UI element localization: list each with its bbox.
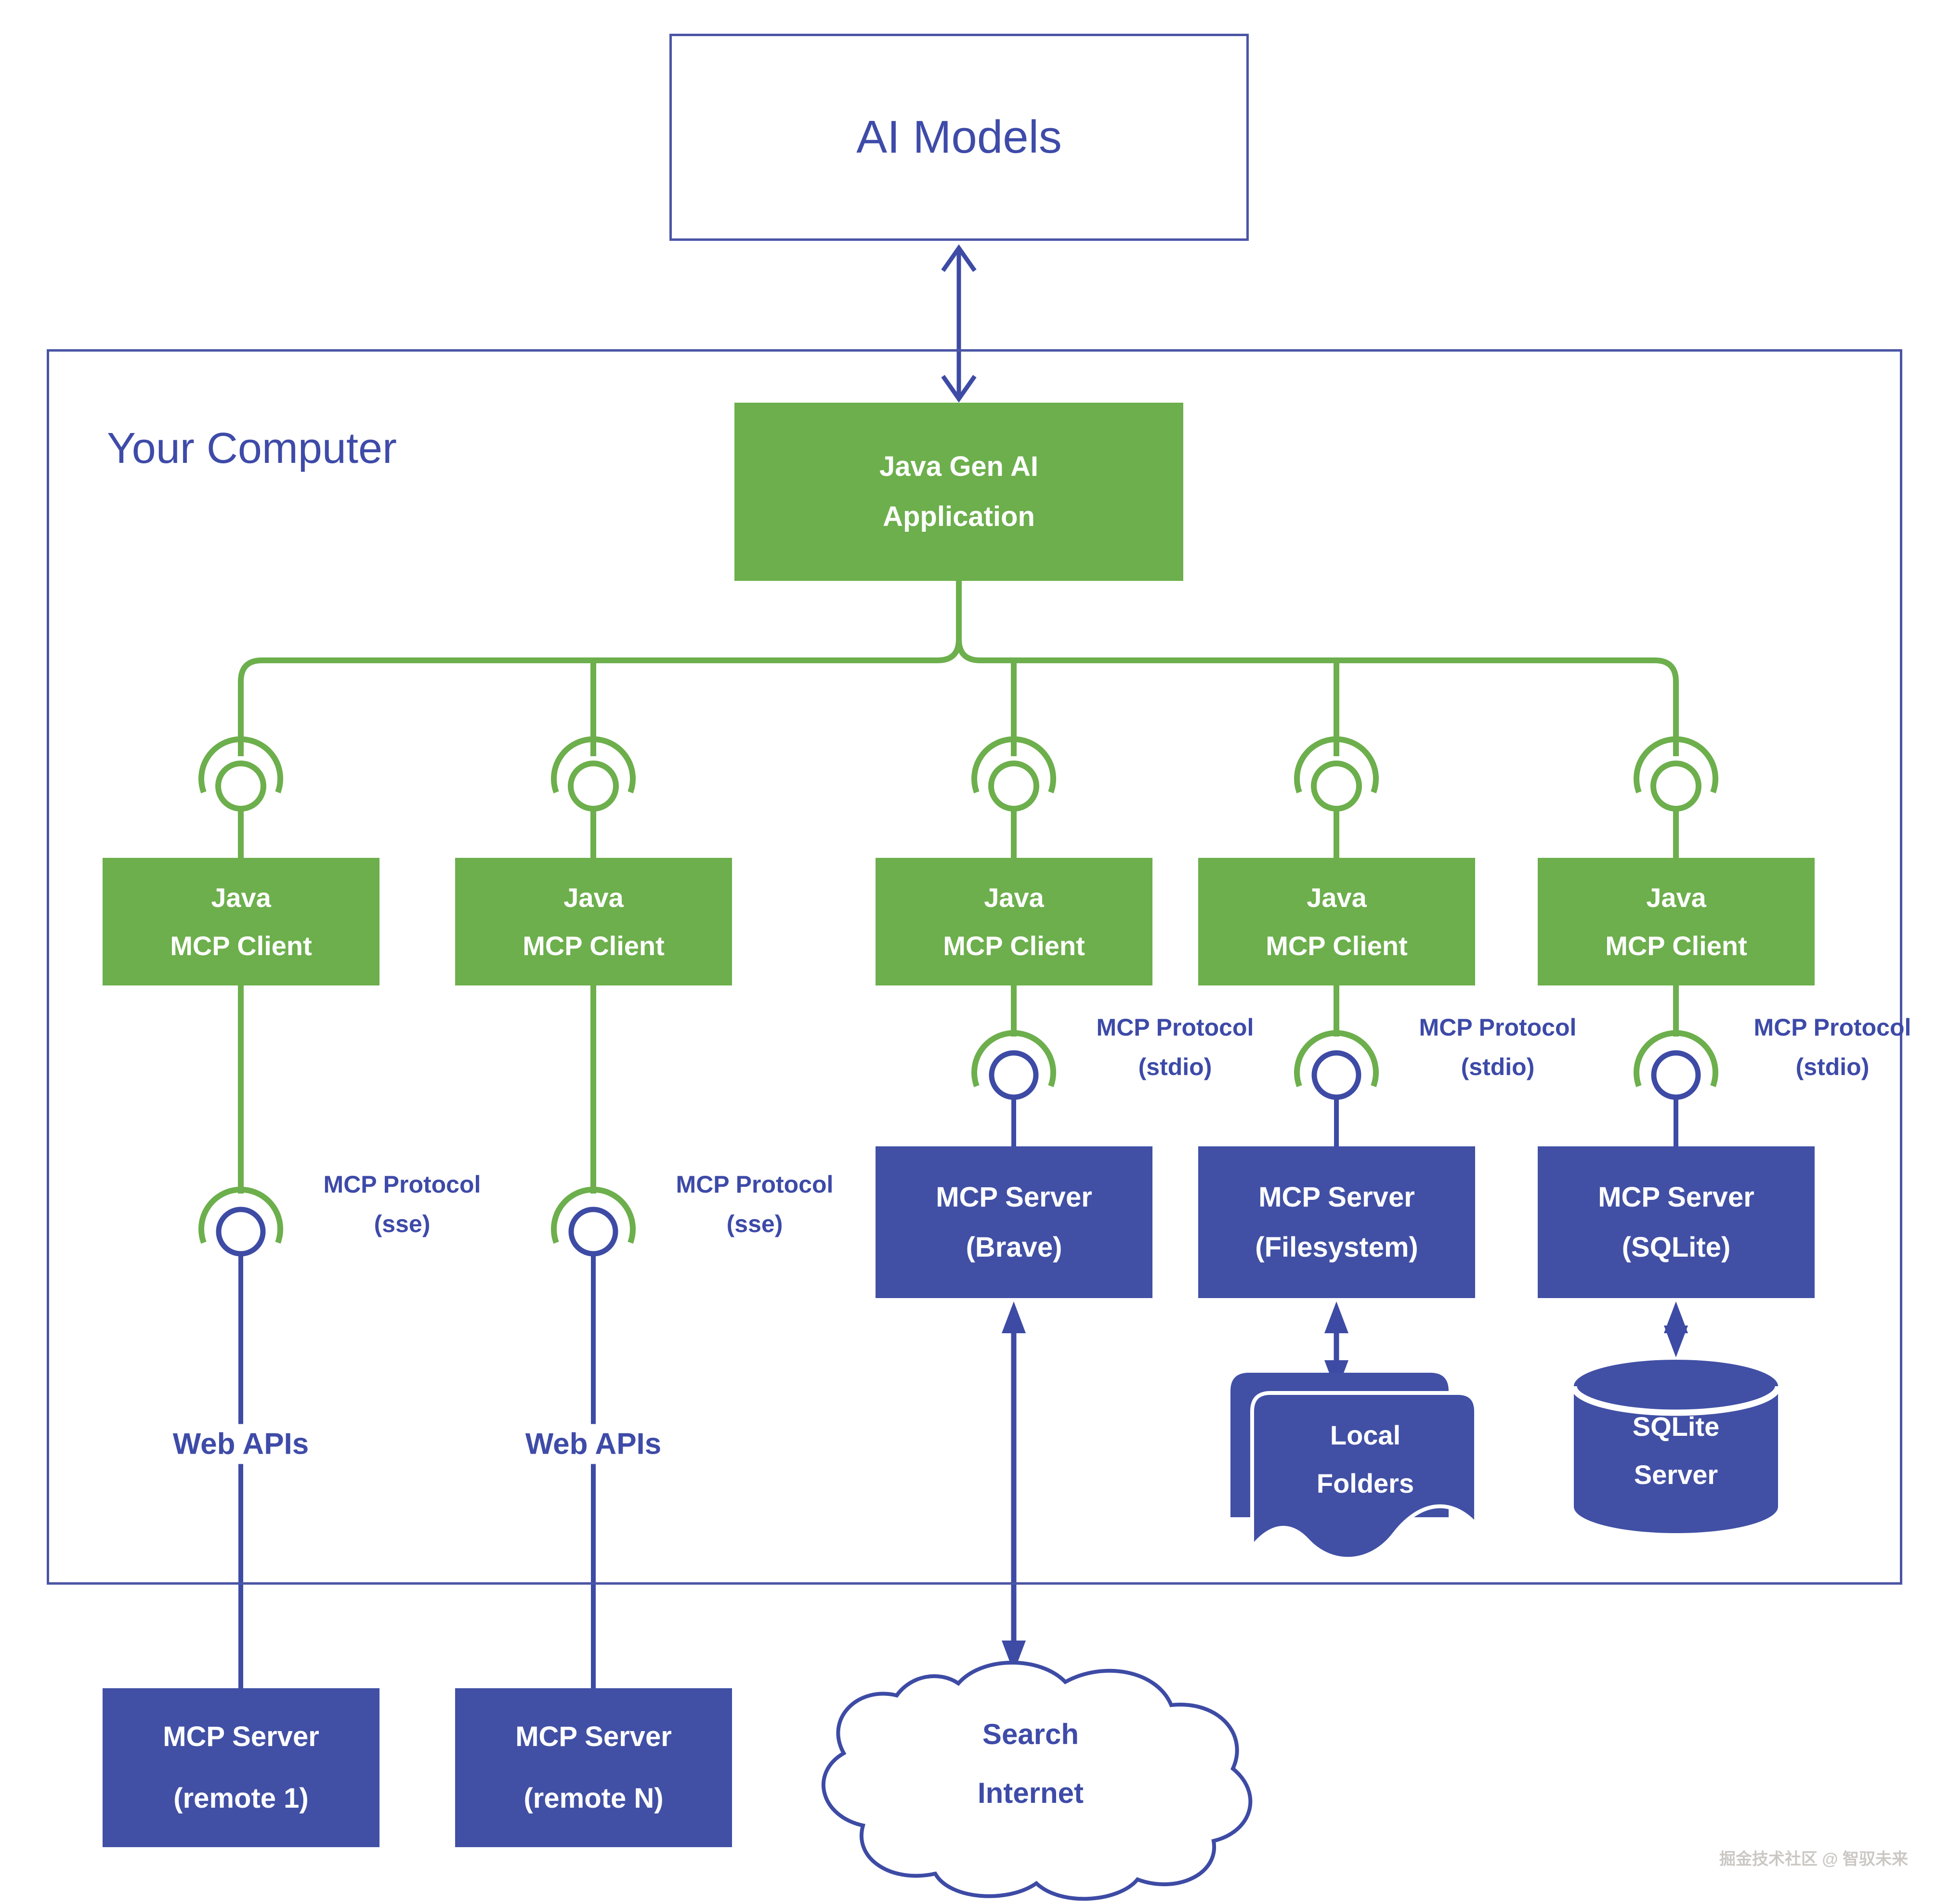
your-computer-container [47,349,1902,1585]
connector-icon [1294,736,1379,858]
client-label-line1: Java [563,882,624,913]
protocol-label-line2: (stdio) [1461,1053,1535,1080]
ai-models-box: AI Models [669,34,1249,241]
mcp-protocol-stdio-label-2: MCP Protocol (stdio) [1385,1008,1611,1087]
web-apis-label-1: Web APIs [164,1424,318,1464]
client-label-line2: MCP Client [170,930,312,961]
client-label-line2: MCP Client [523,930,665,961]
protocol-label-line2: (sse) [726,1210,783,1237]
watermark-text: 掘金技术社区 @ 智驭未来 [1719,1850,1908,1868]
client-connector-icons [198,736,1718,858]
java-mcp-client-box-1: Java MCP Client [103,858,379,985]
protocol-label-line1: MCP Protocol [1096,1014,1254,1041]
mcp-protocol-stdio-label-1: MCP Protocol (stdio) [1062,1008,1288,1087]
client-label-line1: Java [1646,882,1706,913]
storage-label-line1: SQLite [1632,1411,1720,1442]
storage-label-line2: Folders [1316,1468,1414,1498]
mcp-protocol-stdio-label-3: MCP Protocol (stdio) [1724,1008,1941,1087]
client-label-line2: MCP Client [1605,930,1747,961]
server-storage-arrows [1002,1301,1688,1672]
cloud-label-line2: Internet [977,1777,1084,1809]
web-apis-label-2: Web APIs [516,1424,670,1464]
mcp-server-remoteN-box: MCP Server (remote N) [455,1688,732,1847]
server-label-line1: MCP Server [936,1181,1092,1213]
mcp-server-filesystem-box: MCP Server (Filesystem) [1198,1146,1475,1298]
mcp-server-sqlite-box: MCP Server (SQLite) [1538,1146,1815,1298]
protocol-label-line1: MCP Protocol [323,1171,481,1198]
search-internet-label: Search Internet [917,1705,1144,1823]
client-label-line1: Java [211,882,271,913]
server-label-line1: MCP Server [1598,1181,1754,1213]
java-mcp-client-box-4: Java MCP Client [1198,858,1475,985]
server-label-line2: (Brave) [966,1231,1062,1263]
server-label-line2: (Filesystem) [1255,1231,1418,1263]
client-label-line2: MCP Client [1266,930,1408,961]
ai-app-arrow [941,244,977,403]
stdio-protocol-connectors [971,985,1718,1146]
mcp-protocol-sse-label-2: MCP Protocol (sse) [641,1165,868,1244]
mcp-server-brave-box: MCP Server (Brave) [876,1146,1152,1298]
storage-label-line2: Server [1634,1459,1718,1490]
java-mcp-client-box-3: Java MCP Client [876,858,1152,985]
remote-label-line1: MCP Server [515,1721,672,1752]
brave-internet-arrow [1002,1301,1026,1672]
storage-label-line1: Local [1330,1420,1401,1450]
server-label-line1: MCP Server [1258,1181,1415,1213]
connector-icon [551,736,636,858]
search-internet-cloud [821,1660,1253,1901]
client-label-line1: Java [984,882,1044,913]
sqlite-db-arrow [1664,1301,1688,1357]
app-label-line2: Application [883,501,1035,532]
client-label-line2: MCP Client [943,930,1085,961]
remote-label-line2: (remote 1) [173,1783,309,1814]
java-gen-ai-app-box: Java Gen AI Application [734,403,1183,581]
connector-icon [198,736,283,858]
remote-label-line1: MCP Server [163,1721,319,1752]
protocol-label-line1: MCP Protocol [1419,1014,1577,1041]
remote-label-line2: (remote N) [523,1783,664,1814]
sqlite-db-cylinder [1570,1360,1781,1533]
java-mcp-client-box-2: Java MCP Client [455,858,732,985]
connector-icon [971,736,1056,858]
local-folders-label: Local Folders [1257,1411,1474,1508]
protocol-label-line1: MCP Protocol [1753,1014,1911,1041]
protocol-label-line2: (sse) [374,1210,431,1237]
local-folders-shape [1230,1373,1478,1561]
cloud-label-line1: Search [982,1718,1079,1750]
mcp-protocol-sse-label-1: MCP Protocol (sse) [289,1165,515,1244]
connector-icon [1634,736,1718,858]
protocol-label-line1: MCP Protocol [676,1171,834,1198]
client-label-line1: Java [1307,882,1367,913]
sse-protocol-connectors [198,985,636,1688]
ai-models-label: AI Models [856,111,1062,163]
app-label-line1: Java Gen AI [879,451,1038,482]
java-mcp-client-box-5: Java MCP Client [1538,858,1815,985]
your-computer-label: Your Computer [107,424,397,473]
protocol-label-line2: (stdio) [1138,1053,1212,1080]
protocol-label-line2: (stdio) [1795,1053,1870,1080]
server-label-line2: (SQLite) [1622,1231,1731,1263]
mcp-server-remote1-box: MCP Server (remote 1) [103,1688,379,1847]
sqlite-server-label: SQLite Server [1574,1403,1778,1499]
